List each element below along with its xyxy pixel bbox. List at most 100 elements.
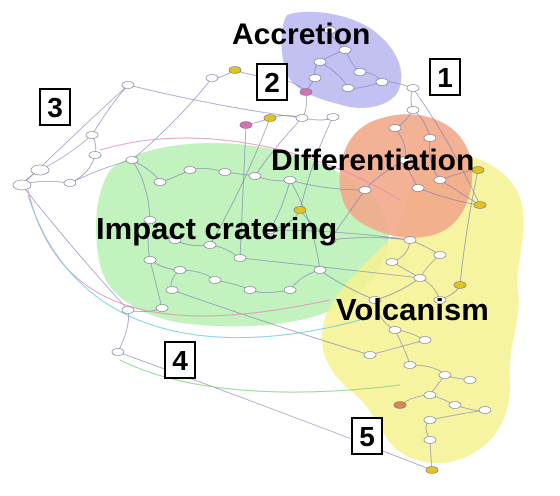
network-edge <box>459 169 479 286</box>
network-node <box>121 306 135 314</box>
network-node <box>153 178 167 186</box>
region-differentiation <box>339 114 473 238</box>
network-edge <box>301 91 307 119</box>
network-node <box>88 151 102 159</box>
network-node <box>293 206 307 214</box>
network-node <box>385 258 399 266</box>
network-node <box>218 168 232 176</box>
network-edge <box>91 84 129 136</box>
network-edge <box>119 359 401 393</box>
region-volcanism <box>321 150 524 464</box>
marker-4: 4 <box>164 341 196 379</box>
network-node <box>125 156 139 164</box>
network-node <box>326 113 340 121</box>
network-edge <box>239 124 247 259</box>
network-node <box>263 114 277 122</box>
network-edge <box>69 154 96 184</box>
network-edge <box>254 117 303 177</box>
network-node <box>403 361 417 369</box>
marker-5: 5 <box>351 417 383 455</box>
network-node <box>239 121 253 129</box>
network-node <box>308 74 322 82</box>
network-node <box>283 176 297 184</box>
network-node <box>478 406 492 414</box>
network-edge <box>117 351 433 471</box>
network-node <box>313 58 327 66</box>
network-node <box>173 266 187 274</box>
network-node <box>338 46 352 54</box>
network-node <box>295 114 309 122</box>
network-node <box>433 251 447 259</box>
network-node <box>388 326 402 334</box>
marker-2: 2 <box>256 63 288 101</box>
network-node <box>323 26 337 34</box>
network-node <box>393 401 407 409</box>
network-node <box>358 186 372 194</box>
network-node <box>203 241 217 249</box>
network-node <box>165 286 179 294</box>
network-node <box>433 176 447 184</box>
network-edge <box>149 259 163 309</box>
network-node <box>453 281 467 289</box>
network-node <box>111 348 125 356</box>
network-edge <box>131 77 213 161</box>
region-impact <box>96 143 389 327</box>
network-edge <box>412 87 481 206</box>
network-edge <box>299 116 334 211</box>
network-node <box>473 201 487 209</box>
network-edge <box>269 179 291 231</box>
network-edge <box>117 309 129 353</box>
network-node <box>12 179 32 191</box>
network-node <box>233 254 247 262</box>
network-edge <box>171 289 371 356</box>
network-node <box>168 236 182 244</box>
network-edge <box>27 189 331 317</box>
network-node <box>243 286 257 294</box>
network-edge <box>131 159 151 221</box>
network-edge <box>27 194 361 339</box>
network-node <box>121 81 135 89</box>
network-edge <box>21 184 129 311</box>
network-node <box>403 236 417 244</box>
network-node <box>143 256 157 264</box>
network-node <box>423 416 437 424</box>
network-node <box>388 124 402 132</box>
differentiation-label: Differentiation <box>271 144 475 177</box>
network-node <box>208 276 222 284</box>
network-node <box>406 84 420 92</box>
network-node <box>299 88 313 96</box>
network-node <box>313 266 327 274</box>
network-node <box>341 84 355 92</box>
network-edge <box>239 257 421 279</box>
network-node <box>423 436 437 444</box>
network-node <box>30 164 50 176</box>
network-nodes <box>12 26 492 474</box>
network-node <box>423 134 437 142</box>
volcanism-label: Volcanism <box>336 292 489 327</box>
network-node <box>438 371 452 379</box>
network-node <box>398 156 412 164</box>
network-node <box>183 166 197 174</box>
network-node <box>423 391 437 399</box>
impact-cratering-label: Impact cratering <box>96 211 338 246</box>
network-edge <box>39 134 93 171</box>
network-node <box>248 172 262 180</box>
network-edge <box>127 84 303 119</box>
network-node <box>448 401 462 409</box>
network-edge <box>269 229 411 241</box>
network-node <box>205 74 219 82</box>
network-node <box>433 296 447 304</box>
network-node <box>471 166 485 174</box>
network-edge <box>289 179 366 191</box>
marker-3: 3 <box>39 88 71 126</box>
network-edge <box>289 179 321 271</box>
network-node <box>406 106 420 114</box>
accretion-label: Accretion <box>232 18 371 51</box>
network-node <box>353 68 367 76</box>
network-node <box>418 336 432 344</box>
network-node <box>375 78 389 86</box>
network-node <box>63 179 77 187</box>
network-node <box>323 236 337 244</box>
network-edge <box>209 117 271 246</box>
